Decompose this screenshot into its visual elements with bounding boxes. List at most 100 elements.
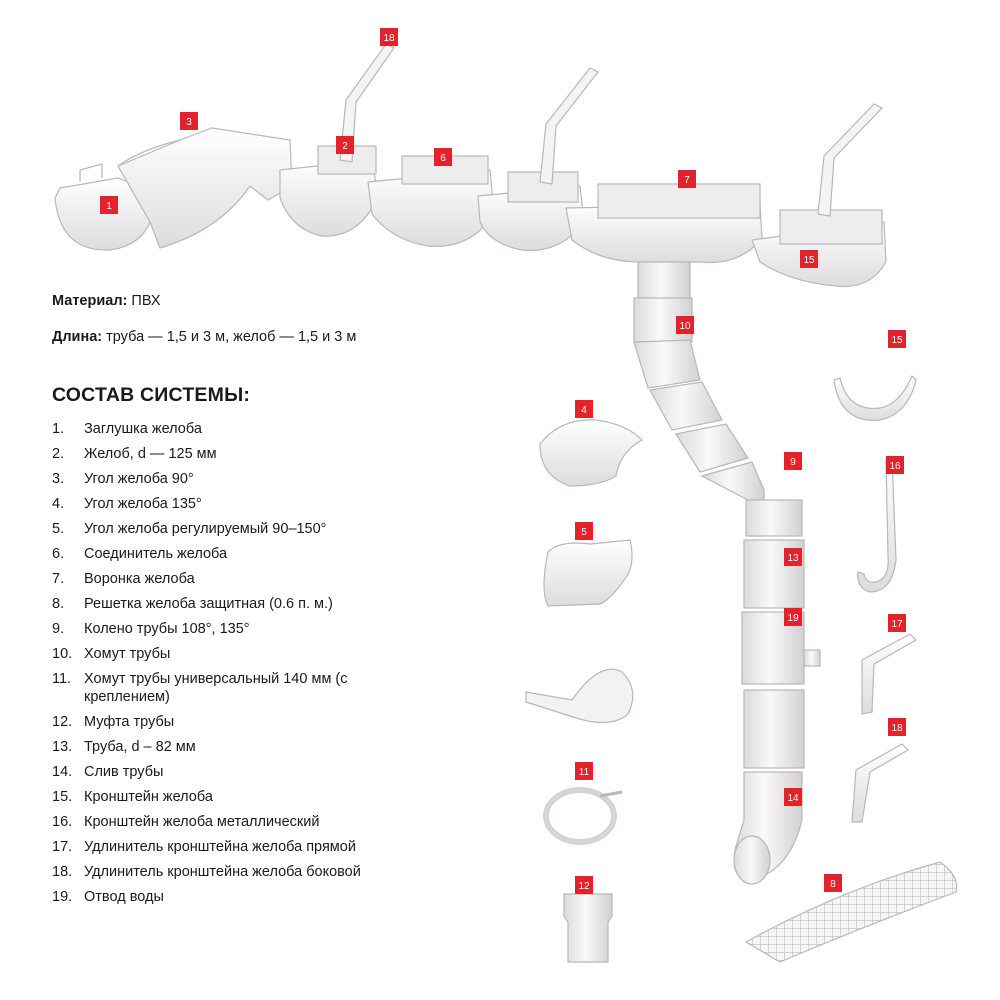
- svg-text:18: 18: [383, 33, 395, 44]
- item-number: 2.: [52, 446, 65, 462]
- item-text: Заглушка желоба: [84, 421, 202, 437]
- tag-12: 12: [575, 876, 593, 894]
- tag-1: 1: [100, 196, 118, 214]
- list-item: 4.Угол желоба 135°: [52, 495, 392, 520]
- tag-4: 4: [575, 400, 593, 418]
- length-value: труба — 1,5 и 3 м, желоб — 1,5 и 3 м: [106, 329, 357, 345]
- item-number: 3.: [52, 471, 65, 487]
- list-item: 5. Угол желоба регулируемый 90–150°: [52, 520, 392, 545]
- svg-text:8: 8: [830, 879, 836, 890]
- pipe-clamp: [525, 668, 634, 724]
- tag-19: 19: [784, 608, 802, 626]
- item-text: Угол желоба регулируемый 90–150°: [84, 521, 327, 537]
- downpipe: [633, 261, 821, 885]
- item-number: 19.: [52, 889, 73, 905]
- parts-list: 1. Заглушка желоба 2. Желоб, d — 125 мм 3.…: [52, 420, 392, 913]
- item-text: Труба, d – 82 мм: [84, 739, 196, 755]
- tag-9: 9: [784, 452, 802, 470]
- item-number: 17.: [52, 839, 73, 855]
- svg-text:4: 4: [581, 405, 587, 416]
- item-number: 6.: [52, 546, 65, 562]
- pipe-coupling: [563, 893, 613, 963]
- item-text: Слив трубы: [84, 764, 164, 780]
- tag-17: 17: [888, 614, 906, 632]
- item-text: Отвод воды: [84, 889, 164, 905]
- list-item: 18.Удлинитель кронштейна желоба боковой: [52, 863, 392, 888]
- item-number: 5.: [52, 521, 65, 537]
- item-number: 16.: [52, 814, 73, 830]
- list-item: 17.Удлинитель кронштейна желоба прямой: [52, 838, 392, 863]
- tag-18: 18: [380, 28, 398, 46]
- item-number: 12.: [52, 714, 73, 730]
- tag-2: 2: [336, 136, 354, 154]
- list-item: 2. Желоб, d — 125 мм: [52, 445, 392, 470]
- gutter-bracket: [833, 374, 917, 421]
- tag-14: 14: [784, 788, 802, 806]
- svg-text:6: 6: [440, 153, 446, 164]
- svg-text:12: 12: [578, 881, 590, 892]
- list-item: 10. Хомут трубы: [52, 645, 392, 670]
- item-text: Хомут трубы: [84, 646, 171, 662]
- tag-5: 5: [575, 522, 593, 540]
- bracket-extension-side: [851, 743, 909, 823]
- list-item: 11. Хомут трубы универсальный 140 мм (с к…: [52, 670, 392, 713]
- tag-10: 10: [676, 316, 694, 334]
- tag-6: 6: [434, 148, 452, 166]
- gutter-run: [54, 127, 887, 288]
- item-text: Муфта трубы: [84, 714, 175, 730]
- gutter-corner-adjustable: [543, 539, 633, 607]
- gutter-corner-135: [539, 419, 643, 487]
- list-item: 6. Соединитель желоба: [52, 545, 392, 570]
- material-value: ПВХ: [131, 293, 161, 309]
- svg-text:3: 3: [186, 117, 192, 128]
- item-text: Колено трубы 108°, 135°: [84, 621, 250, 637]
- list-item: 8.Решетка желоба защитная (0.6 п. м.): [52, 595, 392, 620]
- item-text: Хомут трубы универсальный 140 мм (с креп…: [84, 671, 348, 705]
- list-item: 15. Кронштейн желоба: [52, 788, 392, 813]
- svg-text:10: 10: [679, 321, 691, 332]
- tag-15: 15: [800, 250, 818, 268]
- length-spec: Длина: труба — 1,5 и 3 м, желоб — 1,5 и …: [52, 328, 356, 346]
- svg-text:13: 13: [787, 553, 799, 564]
- svg-text:15: 15: [803, 255, 815, 266]
- list-item: 19. Отвод воды: [52, 888, 392, 913]
- material-label: Материал:: [52, 293, 128, 309]
- list-item: 9. Колено трубы 108°, 135°: [52, 620, 392, 645]
- tag-3: 3: [180, 112, 198, 130]
- item-text: Желоб, d — 125 мм: [84, 446, 217, 462]
- tag-18: 18: [888, 718, 906, 736]
- material-spec: Материал: ПВХ: [52, 292, 161, 310]
- item-number: 11.: [52, 671, 72, 687]
- list-item: 1. Заглушка желоба: [52, 420, 392, 445]
- universal-clamp: [543, 787, 617, 845]
- tag-7: 7: [678, 170, 696, 188]
- item-text: Кронштейн желоба: [84, 789, 213, 805]
- list-item: 12. Муфта трубы: [52, 713, 392, 738]
- svg-text:19: 19: [787, 613, 799, 624]
- tag-11: 11: [575, 762, 593, 780]
- item-number: 9.: [52, 621, 65, 637]
- tag-16: 16: [886, 456, 904, 474]
- list-item: 13.Труба, d – 82 мм: [52, 738, 392, 763]
- svg-text:7: 7: [684, 175, 690, 186]
- list-item: 14. Слив трубы: [52, 763, 392, 788]
- list-item: 16.Кронштейн желоба металлический: [52, 813, 392, 838]
- item-text: Соединитель желоба: [84, 546, 228, 562]
- list-item: 3. Угол желоба 90°: [52, 470, 392, 495]
- item-number: 7.: [52, 571, 65, 587]
- system-heading: СОСТАВ СИСТЕМЫ:: [52, 384, 251, 406]
- item-number: 14.: [52, 764, 73, 780]
- item-number: 10.: [52, 646, 73, 662]
- item-number: 1.: [52, 421, 65, 437]
- item-text: Решетка желоба защитная (0.6 п. м.): [84, 596, 333, 612]
- item-text: Угол желоба 135°: [84, 496, 202, 512]
- list-item: 7.Воронка желоба: [52, 570, 392, 595]
- item-number: 15.: [52, 789, 73, 805]
- item-text: Угол желоба 90°: [84, 471, 194, 487]
- bracket-extension-straight: [861, 633, 917, 715]
- tag-13: 13: [784, 548, 802, 566]
- item-number: 18.: [52, 864, 73, 880]
- hanger-straps: [339, 43, 883, 217]
